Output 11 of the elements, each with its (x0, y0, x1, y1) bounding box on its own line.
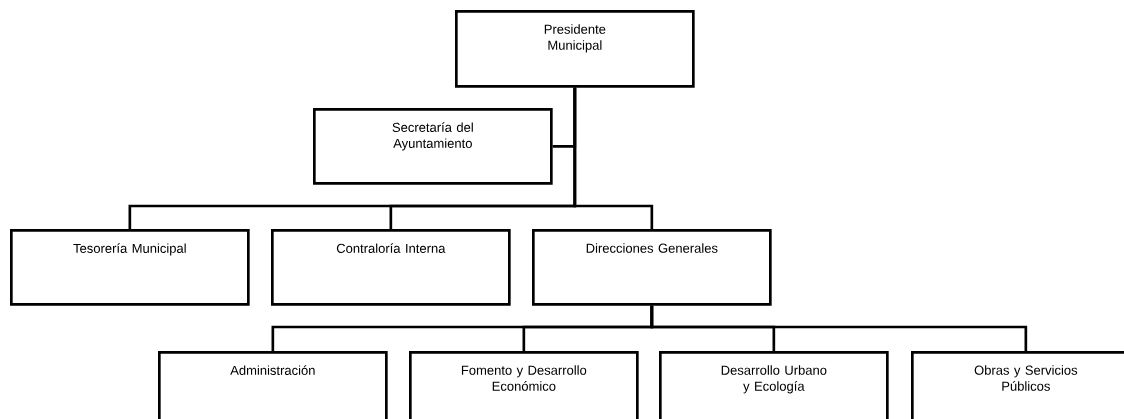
connector-line (650, 305, 1028, 351)
org-box: Administración (158, 351, 388, 419)
org-box: Obras y Servicios Públicos (911, 351, 1124, 419)
org-box: Secretaría del Ayuntamiento (313, 108, 553, 185)
org-box: Presidente Municipal (455, 10, 695, 88)
connector-line (573, 87, 654, 229)
org-box: Desarrollo Urbano y Ecología (659, 351, 889, 419)
org-box: Direcciones Generales (532, 229, 772, 306)
org-box: Contraloría Interna (271, 229, 511, 306)
org-box: Fomento y Desarrollo Económico (409, 351, 639, 419)
org-box: Tesorería Municipal (10, 229, 250, 306)
